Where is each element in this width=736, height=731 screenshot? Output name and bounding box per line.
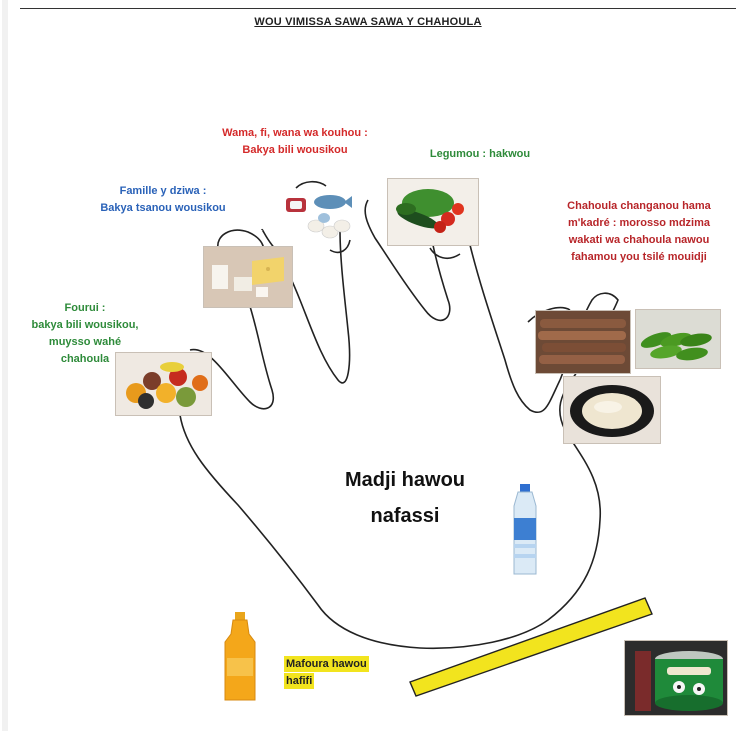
palm-title-line-1: Madji hawou: [345, 469, 465, 491]
condensed-milk-can-icon: [624, 640, 728, 716]
little-label-line-2: m'kadré : morosso mdzima: [568, 217, 710, 229]
thumb-label-line-1: Fourui :: [64, 302, 106, 314]
palm-title: Madji hawou nafassi: [330, 462, 480, 534]
scan-edge: [2, 0, 8, 731]
thumb-label-line-2: bakya bili wousikou,: [31, 319, 139, 331]
yellow-bar: [409, 597, 653, 697]
oil-label: Mafoura hawou hafifi: [284, 656, 369, 690]
oil-label-line-1: Mafoura hawou: [284, 656, 369, 672]
banana-icon: [635, 309, 721, 369]
middle-label: Wama, fi, wana wa kouhou : Bakya bili wo…: [200, 125, 390, 159]
little-label-line-4: fahamou you tsilé mouidji: [571, 251, 707, 263]
cassava-icon: [535, 310, 631, 374]
meat-fish-egg-icon: [282, 188, 352, 244]
oil-bottle-icon: [221, 612, 259, 706]
thumb-label-line-3: muysso wahé: [48, 336, 122, 348]
rice-icon: [563, 376, 661, 444]
middle-label-line-1: Wama, fi, wana wa kouhou :: [222, 127, 368, 139]
index-label: Famille y dziwa : Bakya tsanou wousikou: [78, 183, 248, 217]
little-finger-label: Chahoula changanou hama m'kadré : moross…: [548, 198, 730, 266]
palm-title-line-2: nafassi: [370, 505, 440, 527]
index-label-line-1: Famille y dziwa :: [119, 185, 207, 197]
index-label-line-2: Bakya tsanou wousikou: [100, 202, 226, 214]
water-bottle-icon: [508, 484, 542, 578]
little-label-line-3: wakati wa chahoula nawou: [568, 234, 710, 246]
middle-label-line-2: Bakya bili wousikou: [242, 144, 348, 156]
oil-label-line-2: hafifi: [284, 673, 315, 689]
thumb-label-line-4: chahoula: [60, 353, 110, 365]
thumb-label: Fourui : bakya bili wousikou, muysso wah…: [10, 300, 160, 368]
vegetables-icon: [387, 178, 479, 246]
dairy-icon: [203, 246, 293, 308]
little-label-line-1: Chahoula changanou hama: [567, 200, 711, 212]
page-title: WOU VIMISSA SAWA SAWA Y CHAHOULA: [254, 16, 482, 28]
fruit-icon: [115, 352, 212, 416]
top-rule: [20, 8, 736, 9]
ring-label-line-1: Legumou : hakwou: [429, 148, 531, 160]
ring-label: Legumou : hakwou: [410, 146, 550, 163]
